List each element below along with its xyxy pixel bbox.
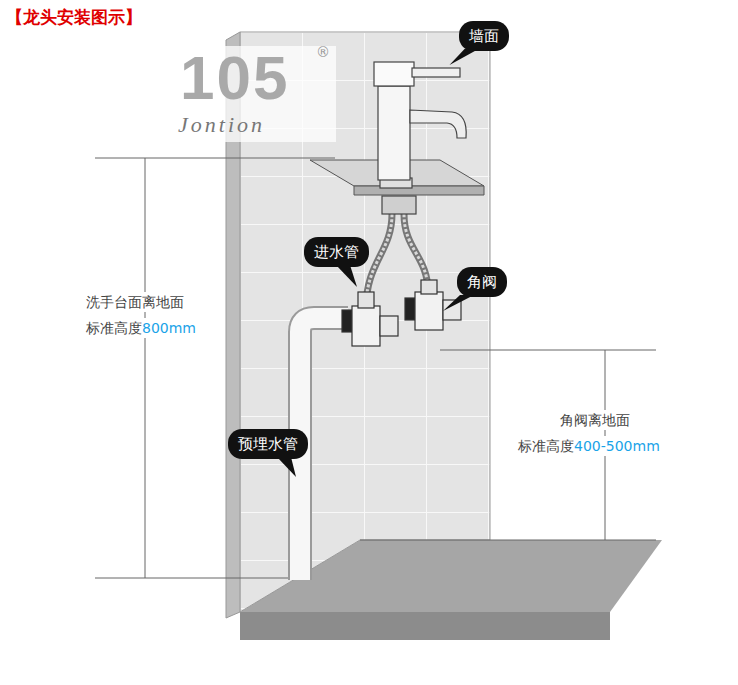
logo-brand: Jontion bbox=[178, 112, 265, 138]
callout-tail bbox=[228, 429, 229, 430]
callout-text: 预埋水管 bbox=[238, 435, 298, 453]
diagram-title: 【龙头安装图示】 bbox=[6, 6, 142, 29]
logo-registered: ® bbox=[316, 44, 330, 60]
callout-tail bbox=[459, 21, 460, 22]
countertop-edge bbox=[354, 186, 484, 195]
logo-number: 105 bbox=[180, 42, 289, 113]
faucet bbox=[374, 62, 466, 214]
dimension-label: 标准高度 bbox=[86, 318, 142, 338]
floor-edge bbox=[240, 612, 610, 640]
callout-tail-shape bbox=[443, 295, 474, 311]
dimension-lines bbox=[95, 158, 656, 578]
callout-tail bbox=[457, 267, 458, 268]
callout-tail-shape bbox=[450, 49, 479, 65]
dimension-value: 400-500mm bbox=[574, 436, 660, 456]
callout-bubble: 进水管 bbox=[304, 237, 369, 267]
angle-valves bbox=[342, 280, 461, 346]
callout-text: 角阀 bbox=[467, 273, 497, 291]
callout-tail-shape bbox=[277, 457, 296, 477]
callout-text: 进水管 bbox=[314, 243, 359, 261]
callout-bubble: 预埋水管 bbox=[228, 429, 308, 459]
dimension-label: 角阀离地面 bbox=[560, 410, 630, 430]
dimension-label: 洗手台面离地面 bbox=[86, 292, 184, 312]
callout-tail-shape bbox=[336, 265, 357, 287]
callout-tail bbox=[304, 237, 305, 238]
callout-bubble: 墙面 bbox=[459, 21, 509, 51]
callout-text: 墙面 bbox=[469, 27, 499, 45]
dimension-label: 标准高度 bbox=[518, 436, 574, 456]
dimension-value: 800mm bbox=[142, 318, 196, 338]
callout-bubble: 角阀 bbox=[457, 267, 507, 297]
